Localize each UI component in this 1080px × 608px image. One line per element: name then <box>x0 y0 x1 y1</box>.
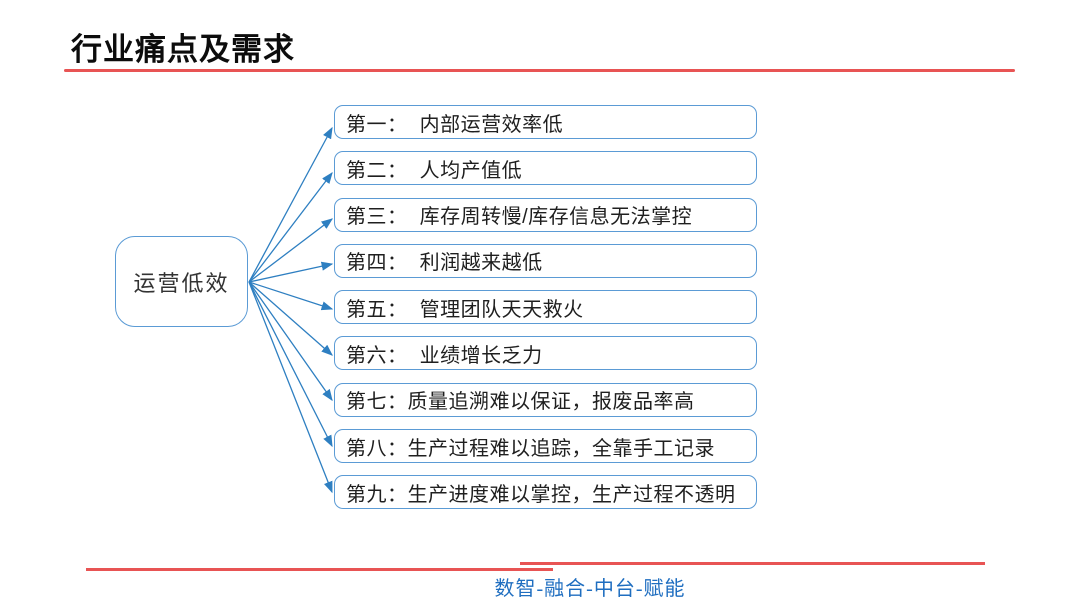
arrow-line-1 <box>248 126 333 283</box>
pain-point-box-7: 第七：质量追溯难以保证，报废品率高 <box>334 382 757 417</box>
root-node-box: 运营低效 <box>115 236 248 327</box>
arrow-line-8 <box>248 281 333 448</box>
arrow-line-6 <box>248 281 333 356</box>
pain-point-box-3: 第三： 库存周转慢/库存信息无法掌控 <box>334 197 757 232</box>
arrow-line-7 <box>248 281 333 402</box>
pain-point-box-5: 第五： 管理团队天天救火 <box>334 290 757 325</box>
arrow-line-9 <box>248 281 333 494</box>
footer-rule-left <box>86 568 553 571</box>
title-underline-rule <box>64 69 1015 72</box>
slide-title: 行业痛点及需求 <box>71 32 295 67</box>
footer-rule-right <box>520 562 985 565</box>
pain-point-box-4: 第四： 利润越来越低 <box>334 243 757 278</box>
pain-point-box-6: 第六： 业绩增长乏力 <box>334 336 757 371</box>
footer-slogan: 数智-融合-中台-赋能 <box>494 578 686 600</box>
arrow-line-5 <box>248 281 334 311</box>
pain-point-box-1: 第一： 内部运营效率低 <box>334 105 757 139</box>
arrow-line-2 <box>248 171 333 283</box>
arrow-line-4 <box>248 261 334 283</box>
pain-point-box-2: 第二： 人均产值低 <box>334 151 757 186</box>
root-node-label: 运营低效 <box>133 270 230 296</box>
arrow-line-3 <box>248 218 334 283</box>
pain-point-box-8: 第八：生产过程难以追踪，全靠手工记录 <box>334 429 757 464</box>
pain-point-box-9: 第九：生产进度难以掌控，生产过程不透明 <box>334 475 757 510</box>
pain-point-list: 第一： 内部运营效率低 第二： 人均产值低 第三： 库存周转慢/库存信息无法掌控… <box>334 105 757 510</box>
